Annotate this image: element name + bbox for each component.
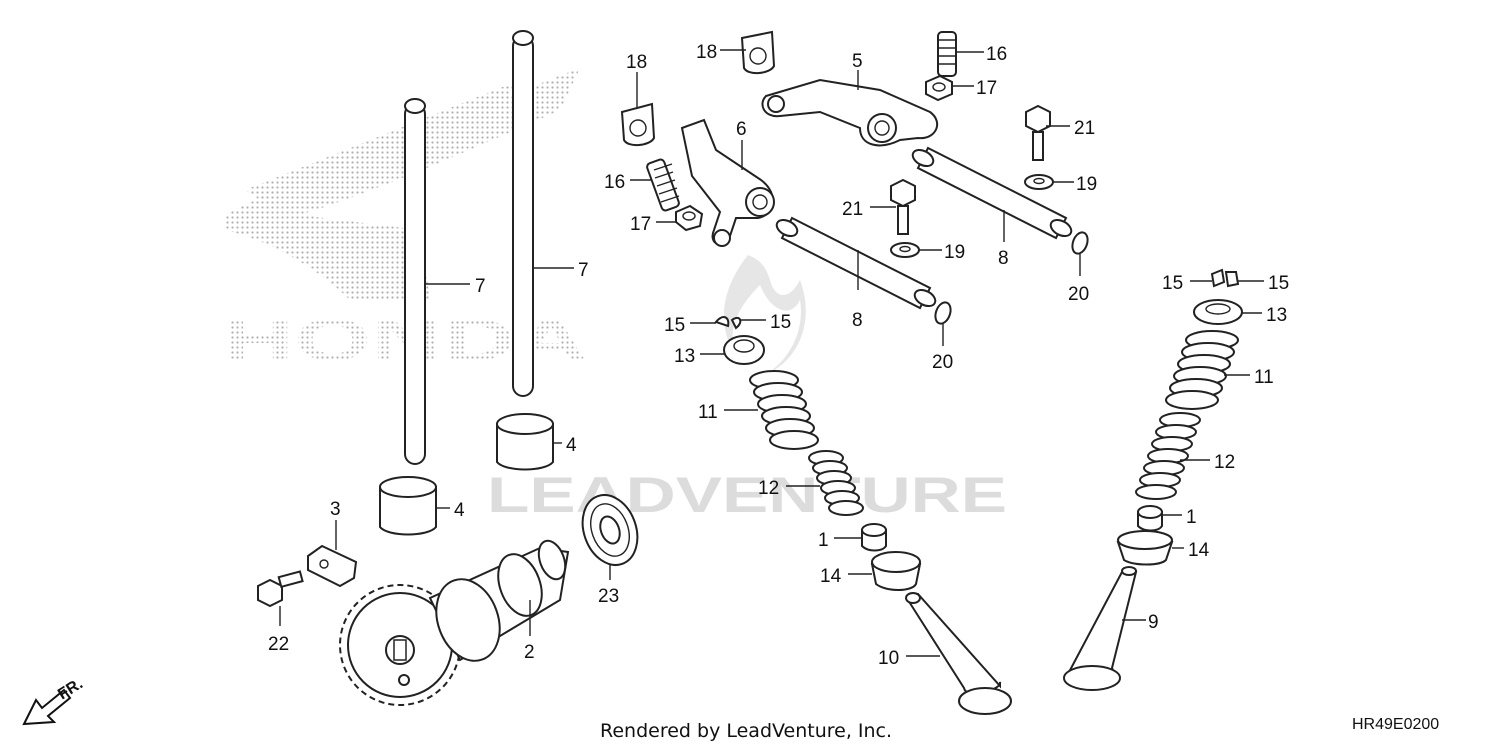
callout-1-left: 1	[818, 530, 829, 551]
callout-16-right: 16	[986, 44, 1007, 65]
seat-14-right	[1116, 530, 1174, 566]
callout-11-right: 11	[1254, 367, 1274, 388]
bearing-23	[581, 494, 639, 566]
cotters-15-right	[1210, 268, 1240, 288]
callout-8-left: 8	[852, 310, 863, 331]
valve-9-intake	[1063, 566, 1138, 691]
valve-10-exhaust	[905, 592, 1012, 715]
callout-18-right: 18	[696, 42, 717, 63]
rocker-arm-6	[680, 118, 775, 247]
plate-3	[307, 544, 358, 588]
callout-17-right: 17	[976, 78, 997, 99]
callout-10: 10	[878, 648, 899, 669]
bracket-18-right	[740, 30, 776, 74]
camshaft-2	[339, 539, 570, 706]
callout-13-right: 13	[1266, 305, 1287, 326]
spring-12-left	[808, 450, 864, 516]
callout-23: 23	[598, 586, 619, 607]
callout-11-left: 11	[698, 402, 718, 423]
callout-13-left: 13	[674, 346, 695, 367]
callout-19-upper: 19	[1076, 174, 1097, 195]
bolt-21-lower	[890, 178, 916, 235]
callout-15-left-a: 15	[664, 315, 685, 336]
retainer-13-right	[1193, 299, 1243, 325]
nut-left	[675, 204, 704, 232]
rocker-shaft-right	[911, 146, 1073, 240]
callout-14-right: 14	[1188, 540, 1210, 561]
o-ring-20-right	[1071, 231, 1089, 255]
lifter-upper	[496, 413, 554, 471]
spring-12-right	[1135, 412, 1201, 500]
diagram-code: HR49E0200	[1352, 716, 1440, 733]
leadventure-watermark: LEADVENTURE	[487, 255, 1007, 523]
adjust-screw-left	[646, 158, 680, 212]
o-ring-20-left	[934, 301, 952, 325]
retainer-13-left	[723, 335, 765, 365]
seat-14-left	[870, 551, 922, 591]
callout-4-lower: 4	[454, 500, 465, 521]
callout-20-right: 20	[1068, 284, 1089, 305]
callout-15-left-b: 15	[770, 312, 791, 333]
callout-8-right: 8	[998, 248, 1009, 269]
lifter-lower	[379, 476, 437, 536]
watermark-text: LEADVENTURE	[487, 467, 1007, 523]
callout-22: 22	[268, 634, 289, 655]
seal-1-right	[1137, 505, 1163, 532]
cotters-15-left	[714, 316, 742, 330]
callout-16-left: 16	[604, 172, 625, 193]
callout-5: 5	[852, 51, 863, 72]
callout-12-left: 12	[758, 478, 779, 499]
bracket-18-left	[620, 102, 656, 146]
spring-11-right	[1165, 330, 1239, 410]
callout-9: 9	[1148, 612, 1159, 633]
callout-17-left: 17	[630, 214, 651, 235]
nut-right	[925, 74, 953, 102]
callout-6: 6	[736, 119, 747, 140]
callout-7-right: 7	[578, 260, 589, 281]
spring-11-left	[749, 370, 819, 450]
callout-1-right: 1	[1186, 507, 1197, 528]
callout-21-lower: 21	[842, 199, 863, 220]
push-rod-left	[404, 98, 426, 465]
callout-21-upper: 21	[1074, 118, 1095, 139]
front-direction-marker: FR.	[22, 675, 86, 726]
callout-7-left: 7	[475, 276, 486, 297]
seal-1-left	[861, 523, 887, 552]
washer-19-lower	[890, 242, 920, 258]
push-rod-right	[512, 30, 534, 397]
callout-12-right: 12	[1214, 452, 1235, 473]
rocker-arm-5	[761, 78, 939, 147]
callout-4-upper: 4	[566, 435, 577, 456]
callout-2: 2	[524, 642, 535, 663]
adjust-screw-right	[937, 31, 957, 77]
rocker-shaft-left	[775, 216, 937, 310]
bolt-21-upper	[1025, 104, 1051, 161]
callout-15-right-b: 15	[1268, 273, 1289, 294]
washer-19-upper	[1024, 174, 1054, 190]
callout-3: 3	[330, 499, 341, 520]
callout-14-left: 14	[820, 566, 842, 587]
callout-20-left: 20	[932, 352, 953, 373]
callouts: 18 18 16 17 5 6 16 17 21 19 21 19 8 8 20…	[268, 42, 1289, 669]
callout-15-right-a: 15	[1162, 273, 1183, 294]
callout-19-lower: 19	[944, 242, 965, 263]
credit-text: Rendered by LeadVenture, Inc.	[600, 720, 893, 742]
bolt-22	[257, 570, 304, 608]
arrow-down-left-icon	[22, 688, 72, 726]
callout-18-left: 18	[626, 52, 647, 73]
